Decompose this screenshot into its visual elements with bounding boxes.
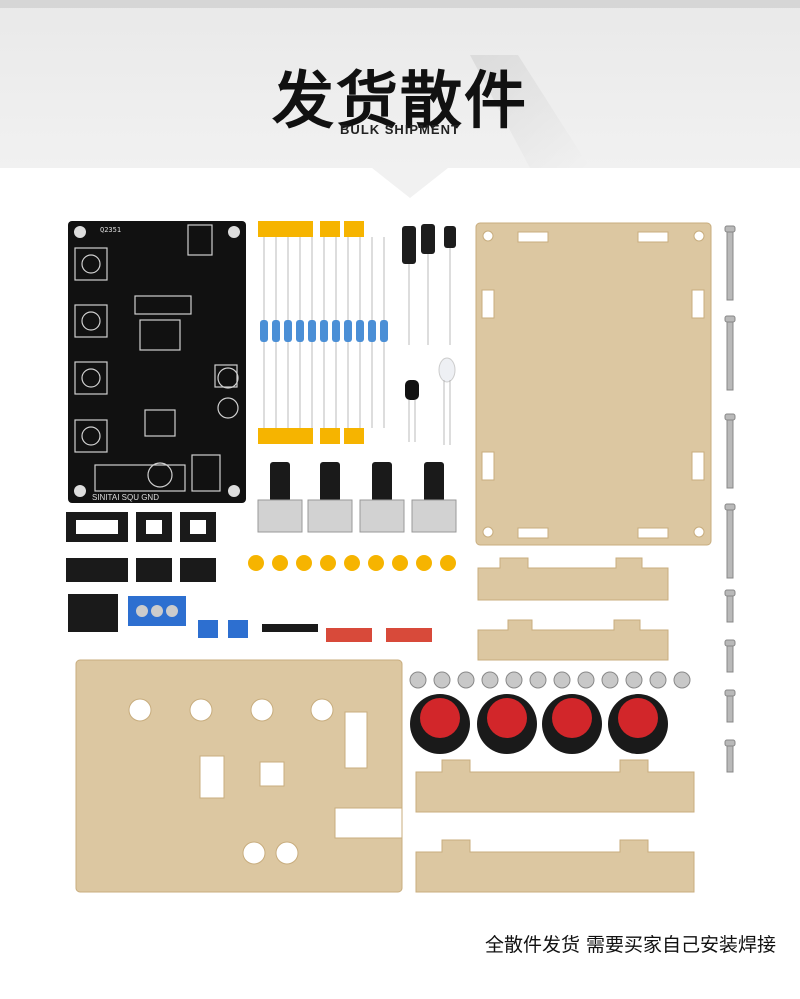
led-and-transistor xyxy=(405,357,456,445)
pcb-top-label: Q2351 xyxy=(100,226,121,234)
ic-sockets-and-chips xyxy=(66,512,216,582)
electrolytic-capacitors xyxy=(402,224,456,345)
short-screws xyxy=(724,589,736,773)
hex-nuts xyxy=(409,671,691,689)
page-title: 发货散件 xyxy=(271,64,528,137)
banner-pointer-notch xyxy=(372,168,448,198)
components-photo: Q2351 SINITAI SQU GND xyxy=(66,221,736,893)
footer-caption: 全散件发货 需要买家自己安装焊接 xyxy=(484,934,776,956)
control-knobs xyxy=(410,694,668,754)
small-connectors xyxy=(68,594,432,642)
acrylic-front-plate xyxy=(75,659,403,893)
long-screws xyxy=(724,225,736,579)
pcb-board: Q2351 SINITAI SQU GND xyxy=(68,221,246,503)
rotary-potentiometers xyxy=(257,462,457,533)
pcb-bottom-label: SINITAI SQU GND xyxy=(92,493,159,502)
ceramic-capacitors xyxy=(248,555,456,571)
header-banner: 发货散件 BULK SHIPMENT xyxy=(0,0,800,168)
page-subtitle: BULK SHIPMENT xyxy=(340,122,460,137)
acrylic-back-plate xyxy=(475,222,712,546)
acrylic-side-pieces xyxy=(415,557,695,893)
resistors xyxy=(258,221,388,444)
banner-top-stripe xyxy=(0,0,800,8)
